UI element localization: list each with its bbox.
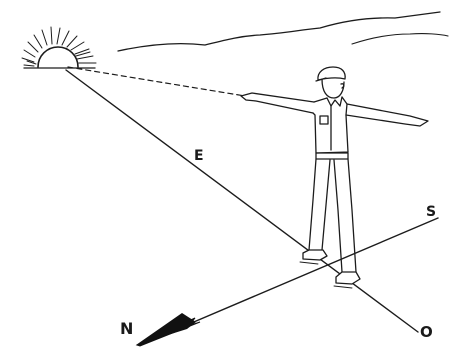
sun-disc: [38, 47, 78, 67]
south-north-line: [175, 218, 438, 330]
hills-horizon: [118, 12, 440, 51]
belt: [316, 153, 348, 159]
hills-back: [352, 34, 448, 44]
right-arm: [346, 104, 428, 126]
cap: [318, 67, 345, 80]
left-arm: [241, 93, 314, 113]
ear: [341, 84, 344, 88]
label-north: N: [120, 319, 133, 338]
label-west: O: [420, 323, 433, 341]
left-leg: [309, 159, 330, 250]
right-shoe: [336, 272, 360, 284]
east-west-line: [66, 70, 418, 332]
head: [322, 79, 344, 98]
left-shoe: [303, 250, 327, 260]
pocket: [320, 116, 328, 124]
sun: [22, 27, 96, 68]
north-arrow-head: [136, 313, 196, 345]
label-east: E: [194, 148, 204, 164]
man-figure: [241, 67, 428, 288]
label-south: S: [426, 204, 436, 220]
